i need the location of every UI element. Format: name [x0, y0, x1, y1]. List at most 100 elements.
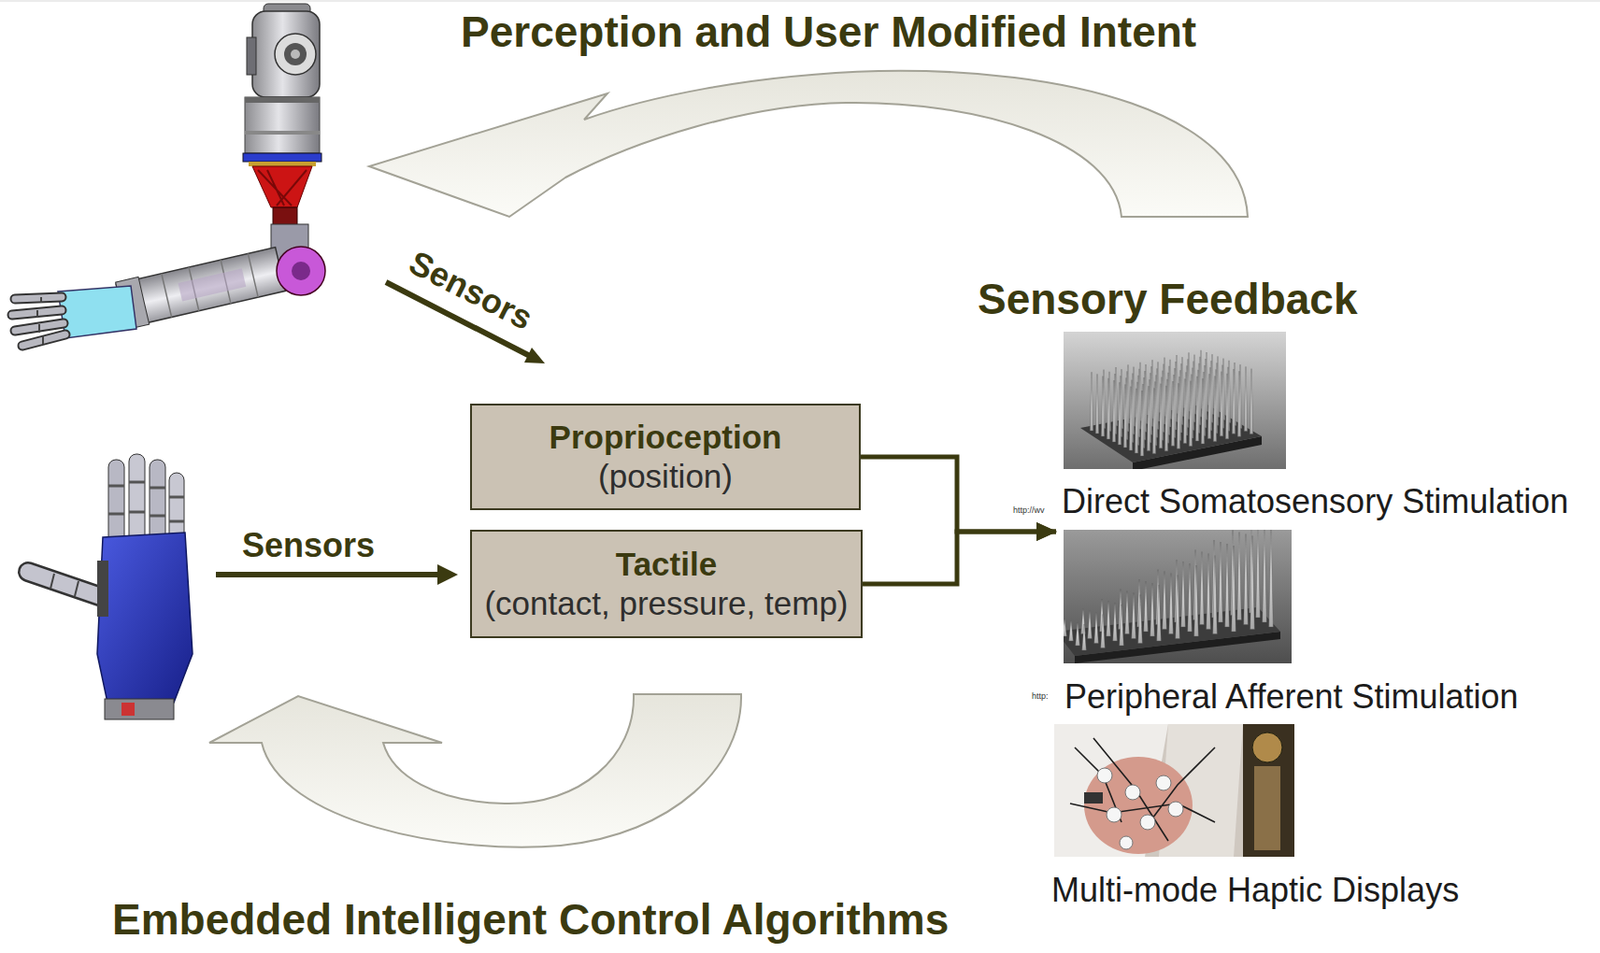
electrode-needle	[1100, 376, 1104, 437]
electrode-needle	[1243, 366, 1247, 431]
electrode-needle	[1158, 384, 1162, 449]
electrode-needle	[1100, 614, 1106, 649]
electrode-needle	[1131, 593, 1137, 640]
electrode-needle	[1138, 595, 1143, 644]
electrode-needle	[1134, 388, 1138, 454]
electrode	[1140, 814, 1156, 830]
box-detail: (contact, pressure, temp)	[484, 584, 848, 624]
electrode-needle	[1169, 573, 1174, 635]
electrode-needle	[1117, 382, 1121, 445]
shoulder-hub	[284, 42, 307, 66]
forearm-ribs	[161, 253, 258, 317]
sensor-arrow	[215, 571, 442, 578]
sensor-arrowhead	[524, 347, 545, 364]
curved-control-arrow	[209, 694, 742, 848]
electrode-needle	[1231, 545, 1237, 632]
feedback-item: Peripheral Afferent Stimulation	[1058, 536, 1600, 726]
electrode-needle	[1243, 534, 1249, 626]
electrode-needle	[1140, 390, 1143, 457]
prosthetic-socket	[1254, 766, 1281, 851]
electrode-needle	[1082, 624, 1087, 651]
gold-ring	[248, 161, 316, 167]
slanted-array-image	[1063, 529, 1292, 664]
photo-ground	[1054, 724, 1295, 858]
feedback-caption: Multi-mode Haptic Displays	[1051, 871, 1594, 910]
electrode-needle	[1188, 381, 1192, 447]
thumb-joints	[50, 573, 79, 597]
electrode-needle	[1125, 591, 1130, 635]
electrode-needle	[1164, 385, 1168, 452]
electrode	[1156, 775, 1172, 791]
box-heading: Tactile	[615, 544, 717, 585]
electrode-needle	[1256, 529, 1261, 618]
feedback-item: Multi-mode Haptic Displays	[1045, 725, 1600, 914]
electrode-needle	[1262, 529, 1268, 623]
electrode-needle	[1152, 387, 1156, 454]
wires	[1070, 738, 1215, 842]
arm-palm	[57, 285, 137, 339]
elbow-hub	[291, 261, 311, 281]
robot-hand-illustration	[28, 454, 193, 720]
electrode-needle	[1200, 552, 1205, 626]
electrode-needle	[1206, 554, 1212, 630]
thumb	[28, 571, 105, 599]
forearm-panel	[178, 268, 247, 301]
electrode-needle	[1250, 536, 1256, 630]
electrode-needle	[1213, 375, 1216, 442]
electrode-needle	[1171, 381, 1174, 446]
robot-arm-illustration	[12, 3, 326, 346]
connector-arrow	[862, 531, 1057, 585]
sensor-arrowhead	[437, 564, 458, 586]
upper-arm-cylinder	[244, 97, 320, 154]
red-cone	[252, 166, 313, 208]
electrode-needle	[1069, 620, 1074, 642]
sensor-label: Sensors	[402, 242, 539, 338]
electrode-needle	[1225, 373, 1229, 440]
electrode-needle	[1187, 563, 1193, 632]
needle-grid	[1063, 529, 1273, 651]
electrode-needle	[1094, 613, 1100, 644]
top-rule	[0, 0, 1600, 2]
wrist-part	[121, 702, 135, 716]
prosthetic-arm	[1242, 724, 1295, 858]
electrode-needle	[1063, 618, 1067, 637]
finger-joints	[108, 482, 185, 522]
shoulder-disk	[274, 33, 316, 75]
process-box: Tactile(contact, pressure, temp)	[470, 529, 863, 639]
electrode-needle	[1225, 543, 1230, 628]
electrode-needle	[1181, 561, 1186, 628]
forearm	[115, 245, 286, 330]
hand-wrist	[104, 699, 174, 720]
electrode-needle	[1112, 380, 1115, 443]
electrode-needle	[1219, 371, 1223, 437]
electrode-needle	[1150, 583, 1156, 637]
electrode-needle	[1213, 556, 1218, 635]
blue-ring	[242, 153, 322, 162]
electrode-needle	[1075, 622, 1081, 646]
shoulder-pin	[290, 49, 300, 59]
finger-joints	[37, 297, 43, 344]
electrode-needle	[1119, 604, 1125, 646]
electrode-needle	[1106, 378, 1110, 440]
palm-side-part	[97, 560, 109, 617]
shoulder-housing	[252, 11, 320, 98]
electrode-needle	[1237, 371, 1241, 437]
feedback-item: Direct Somatosensory Stimulation	[1056, 328, 1600, 536]
electrode-needle	[1143, 581, 1149, 632]
feedback-caption: Peripheral Afferent Stimulation	[1064, 677, 1598, 716]
elbow-disk	[276, 246, 326, 296]
loop-title: Perception and User Modified Intent	[460, 7, 1197, 57]
needle-grid	[1089, 350, 1253, 457]
electrode-needle	[1194, 565, 1200, 637]
image-ground	[1063, 331, 1286, 470]
haptic-display-photo	[1054, 724, 1295, 858]
electrode-needle	[1113, 602, 1118, 642]
chest-skin	[1084, 757, 1193, 855]
electrode	[1168, 801, 1184, 817]
process-box: Proprioception(position)	[470, 403, 861, 511]
electrode-needle	[1200, 378, 1204, 444]
electrode-needle	[1146, 385, 1150, 451]
electrode-needle	[1195, 376, 1199, 442]
loop-title: Embedded Intelligent Control Algorithms	[112, 895, 949, 944]
